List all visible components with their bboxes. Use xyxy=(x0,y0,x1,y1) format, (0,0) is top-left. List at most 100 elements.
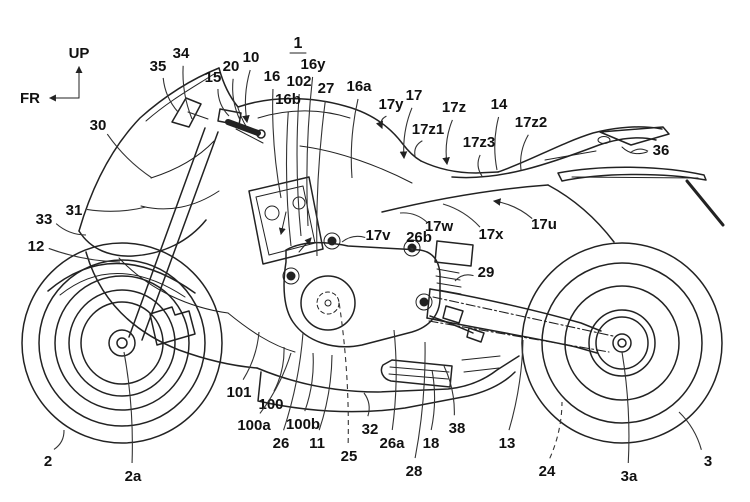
ref-label-13: 13 xyxy=(499,339,524,452)
ref-label-30: 30 xyxy=(90,117,153,179)
ref-label-100a: 100a xyxy=(237,352,292,434)
ref-label-2: 2 xyxy=(44,429,65,470)
ref-number-3a: 3a xyxy=(621,468,638,485)
ref-number-17: 17 xyxy=(406,87,423,104)
lower-frame-rail xyxy=(381,184,549,213)
drive-chain-upper xyxy=(432,296,614,337)
leader-line-28 xyxy=(414,341,426,459)
ref-label-102: 102 xyxy=(286,73,312,237)
ref-number-26a: 26a xyxy=(379,435,405,452)
ref-label-26a: 26a xyxy=(379,329,405,452)
ref-number-11: 11 xyxy=(309,435,325,452)
ref-label-17z2: 17z2 xyxy=(515,114,548,171)
ref-number-17v: 17v xyxy=(365,227,391,244)
leader-line-17v xyxy=(341,235,366,243)
leader-line-38 xyxy=(443,365,455,416)
ref-label-26b: 26b xyxy=(406,229,432,251)
tank-seat-tail xyxy=(237,97,725,243)
handlebar xyxy=(217,107,266,144)
ref-number-101: 101 xyxy=(226,384,251,401)
leader-line-16b xyxy=(285,111,292,247)
brake-pedal-assembly xyxy=(429,305,485,343)
ref-number-18: 18 xyxy=(423,435,440,452)
fr-label: FR xyxy=(20,90,40,107)
leader-line-17 xyxy=(399,107,413,160)
engine xyxy=(282,232,441,348)
leader-line-100a xyxy=(259,352,292,414)
ref-label-100: 100 xyxy=(258,346,285,413)
ref-label-33: 33 xyxy=(36,211,87,236)
ref-label-27: 27 xyxy=(316,80,334,257)
ref-number-17w: 17w xyxy=(425,218,454,235)
ref-number-3: 3 xyxy=(704,453,712,470)
ref-label-18: 18 xyxy=(423,369,440,452)
leader-line-17y xyxy=(375,115,387,130)
front-fork xyxy=(128,127,219,346)
leader-line-3 xyxy=(678,411,702,450)
leader-line-11 xyxy=(318,354,333,431)
leader-line-33 xyxy=(55,223,87,236)
bolt xyxy=(282,232,433,311)
airflow-arrow xyxy=(278,211,287,236)
ref-number-31: 31 xyxy=(66,202,83,219)
ref-label-16y: 16y xyxy=(300,56,326,227)
ref-number-16y: 16y xyxy=(300,56,326,73)
ref-label-16a: 16a xyxy=(346,78,372,179)
shock-spring xyxy=(435,268,462,295)
ref-label-17z3: 17z3 xyxy=(463,134,495,177)
ref-number-17z: 17z xyxy=(442,99,466,116)
ref-number-16a: 16a xyxy=(346,78,372,95)
ref-label-17z1: 17z1 xyxy=(412,121,445,157)
tail-lower xyxy=(451,137,657,179)
leader-line-100b xyxy=(304,352,314,412)
ref-number-100a: 100a xyxy=(237,417,271,434)
ref-number-26b: 26b xyxy=(406,229,432,246)
ref-number-16: 16 xyxy=(264,68,281,85)
crankcase-cover xyxy=(300,275,356,331)
ref-number-30: 30 xyxy=(90,117,107,134)
ref-label-36: 36 xyxy=(629,142,669,159)
windscreen-inner xyxy=(145,73,215,122)
ref-number-14: 14 xyxy=(491,96,508,113)
leader-line-36 xyxy=(629,148,649,154)
leader-line-16a xyxy=(350,98,359,179)
leader-line-13 xyxy=(508,339,524,431)
ref-number-100b: 100b xyxy=(286,416,320,433)
leader-line-17w xyxy=(399,212,428,223)
ref-label-16: 16 xyxy=(264,68,282,199)
ref-label-3: 3 xyxy=(678,411,712,470)
tail-upper xyxy=(497,126,663,173)
muffler xyxy=(380,359,453,388)
ref-label-34: 34 xyxy=(173,45,193,120)
ref-label-10: 10 xyxy=(242,49,259,124)
ref-label-14: 14 xyxy=(491,96,508,171)
leader-line-2 xyxy=(53,429,65,450)
leader-line-102 xyxy=(296,93,302,237)
ref-label-31: 31 xyxy=(66,202,147,219)
rear-wing xyxy=(557,166,707,182)
ref-number-16b: 16b xyxy=(275,91,301,108)
airflow-arrow xyxy=(298,237,312,253)
front-fender xyxy=(47,262,196,298)
ref-label-17u: 17u xyxy=(492,198,557,233)
ref-number-17z1: 17z1 xyxy=(412,121,445,138)
ref-label-2a: 2a xyxy=(123,351,142,485)
ref-number-102: 102 xyxy=(286,73,311,90)
leader-line-17u xyxy=(492,198,533,219)
ref-label-20: 20 xyxy=(223,58,241,121)
bar-end xyxy=(256,129,266,139)
leader-line-20 xyxy=(232,78,241,121)
ref-number-34: 34 xyxy=(173,45,190,62)
ref-number-20: 20 xyxy=(223,58,240,75)
ref-number-17y: 17y xyxy=(378,96,404,113)
rear-wheel xyxy=(521,242,723,444)
ref-label-17w: 17w xyxy=(399,212,454,235)
ref-label-17v: 17v xyxy=(341,227,391,244)
leader-line-30 xyxy=(106,133,153,179)
ref-number-35: 35 xyxy=(150,58,167,75)
leader-line-17z3 xyxy=(477,154,483,177)
ref-number-12: 12 xyxy=(28,238,45,255)
leader-line-17z xyxy=(442,119,453,166)
ref-number-17z2: 17z2 xyxy=(515,114,548,131)
